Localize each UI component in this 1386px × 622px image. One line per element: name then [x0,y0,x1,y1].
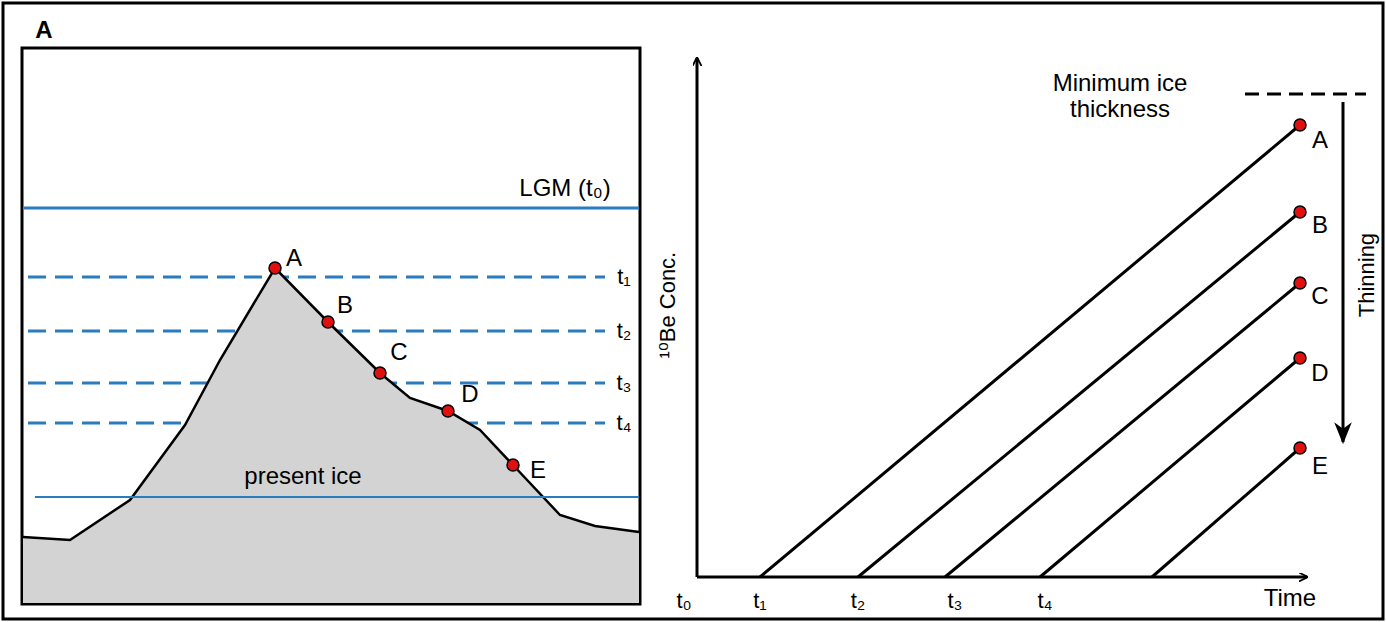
arrow-label: Thinning [1355,233,1379,317]
panel-letter: A [35,17,52,43]
ice-level-label: present ice [244,463,361,489]
sample-dot [507,459,519,471]
tick-label: t₀ [676,589,691,613]
x-axis [697,576,1307,579]
lgm-ice-line [24,207,639,210]
ice-level-label: LGM (t₀) [519,175,610,201]
sample-dot [1294,206,1306,218]
time-label: t₁ [617,265,631,289]
ice-level-line [28,276,605,279]
axis-title: ¹⁰Be Conc. [656,252,680,359]
minimum-ice-line [1245,93,1366,96]
sample-dots [1294,119,1306,454]
sample-label: B [1312,212,1328,238]
threshold-label: Minimum ice thickness [1000,70,1240,123]
sample-label: D [461,381,478,407]
exposure-line [760,125,1300,577]
sample-label: D [1311,360,1328,386]
present-ice-line [35,496,639,498]
sample-dot [322,316,334,328]
outer-frame [3,3,1383,619]
sample-dot [1294,119,1306,131]
sample-label: C [1311,283,1328,309]
sample-dot [1294,277,1306,289]
mountain-outline [23,268,639,540]
time-label: t₄ [616,411,631,435]
sample-label: E [530,457,546,483]
sample-label: A [1312,127,1328,153]
y-axis [696,58,699,577]
thinning-arrow [1342,102,1345,442]
sample-label: E [1312,453,1328,479]
sample-dot [442,405,454,417]
exposure-line [945,283,1300,577]
sample-dots [269,262,519,471]
tick-label: t₃ [947,589,962,613]
sample-dot [269,262,281,274]
axis-title: Time [1264,585,1316,611]
sample-label: B [337,292,353,318]
sample-label: A [286,245,302,271]
sample-dot [374,367,386,379]
mountain [23,268,639,603]
tick-label: t₂ [851,589,866,613]
exposure-line [1152,448,1300,577]
tick-label: t₄ [1037,589,1052,613]
sample-dot [1294,352,1306,364]
panel-frame [22,48,640,604]
exposure-lines [760,125,1300,577]
time-label: t₂ [617,319,632,343]
sample-label: C [390,339,407,365]
time-label: t₃ [616,371,631,395]
sample-dot [1294,442,1306,454]
exposure-line [1040,358,1300,577]
tick-label: t₁ [753,589,767,613]
exposure-line [858,212,1300,577]
